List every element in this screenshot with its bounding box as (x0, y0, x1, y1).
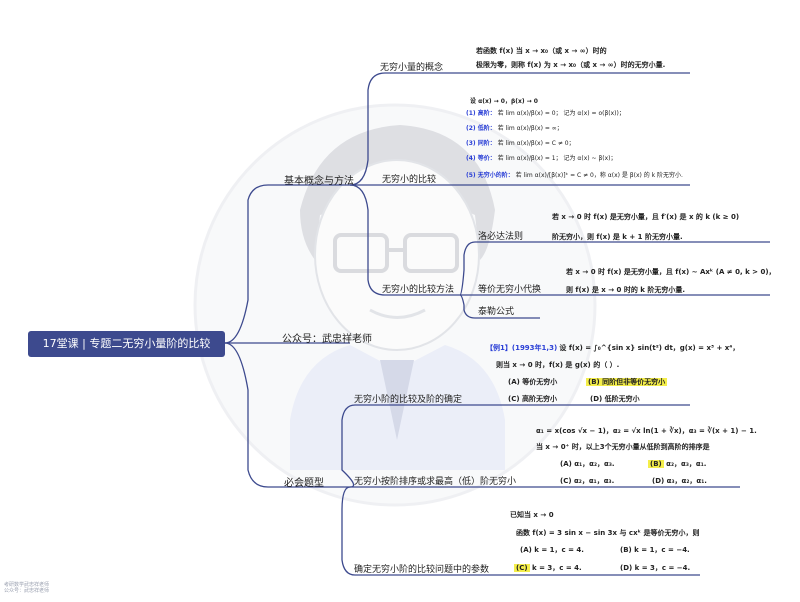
example2-option-c: (C) α₂，α₁，α₃. (560, 477, 615, 485)
comparison-item-text: 若 lim α(x)/β(x) = C ≠ 0； (497, 140, 575, 147)
example1-stem1: 设 f(x) = ∫₀^{sin x} sin(t²) dt，g(x) = x³… (559, 344, 740, 352)
example3-option-c: (C) k = 3，c = 4. (514, 564, 582, 572)
example3-stem1: 已知当 x → 0 (510, 511, 554, 519)
lhospital-line1: 若 x → 0 时 f(x) 是无穷小量，且 f′(x) 是 x 的 k (k … (552, 213, 740, 221)
concept-definition-line2: 极限为零，则称 f(x) 为 x → x₀（或 x → ∞）时的无穷小量. (476, 61, 666, 69)
node-infinitesimal-concept[interactable]: 无穷小量的概念 (380, 63, 444, 73)
example2-stem1: α₁ = x(cos √x − 1)，α₂ = √x ln(1 + ∛x)，α₃… (536, 427, 757, 435)
example2-stem2: 当 x → 0⁺ 时，以上3个无穷小量从低阶到高阶的排序是 (536, 443, 710, 451)
comparison-item-text: 若 lim α(x)/β(x) = 0； 记为 α(x) = o(β(x))； (497, 110, 625, 117)
comparison-item-name: (1) 高阶： (466, 110, 496, 117)
example1-option-b: (B) 同阶但非等价无穷小 (586, 378, 668, 386)
branch-wechat-account[interactable]: 公众号：武忠祥老师 (282, 334, 372, 345)
comparison-item-text: 若 lim α(x)/[β(x)]ᵏ = C ≠ 0，称 α(x) 是 β(x)… (515, 172, 683, 179)
lhospital-line2: 阶无穷小，则 f(x) 是 k + 1 阶无穷小量. (552, 233, 683, 241)
example2-option-b: (B) α₂，α₃，α₁. (648, 460, 707, 468)
example3-stem2: 函数 f(x) = 3 sin x − sin 3x 与 cxᵏ 是等价无穷小，… (516, 529, 700, 537)
comparison-item-name: (4) 等价： (466, 155, 496, 162)
example1-tag: 【例1】(1993年1,3) (486, 344, 558, 352)
example2-option-a: (A) α₁，α₂，α₃. (560, 460, 615, 468)
node-taylor-formula[interactable]: 泰勒公式 (478, 307, 515, 317)
node-lhospital-rule[interactable]: 洛必达法则 (478, 232, 524, 242)
example1-stem2: 则当 x → 0 时，f(x) 是 g(x) 的（ ）. (496, 361, 620, 369)
concept-definition-line1: 若函数 f(x) 当 x → x₀（或 x → ∞）时的 (476, 47, 607, 55)
example1-option-c: (C) 高阶无穷小 (508, 395, 557, 403)
comparison-item-name: (5) 无穷小的阶： (466, 172, 514, 179)
node-infinitesimal-comparison[interactable]: 无穷小的比较 (382, 175, 437, 185)
root-topic[interactable]: 17堂课 | 专题二无穷小量阶的比较 (28, 331, 225, 357)
equiv-line2: 则 f(x) 是 x → 0 时的 k 阶无穷小量. (566, 286, 686, 294)
node-equivalent-substitution[interactable]: 等价无穷小代换 (478, 285, 542, 295)
comparison-assumption: 设 α(x) → 0，β(x) → 0 (470, 98, 538, 105)
node-problem-ordering[interactable]: 无穷小按阶排序或求最高（低）阶无穷小 (354, 477, 517, 487)
example3-option-a: (A) k = 1，c = 4. (520, 546, 584, 554)
node-problem-parameters[interactable]: 确定无穷小阶的比较问题中的参数 (354, 565, 490, 575)
comparison-item-name: (2) 低阶： (466, 125, 496, 132)
branch-must-know-problems[interactable]: 必会题型 (284, 478, 324, 489)
node-comparison-methods[interactable]: 无穷小的比较方法 (382, 285, 455, 295)
example3-option-b: (B) k = 1，c = −4. (620, 546, 690, 554)
example1-option-a: (A) 等价无穷小 (508, 378, 558, 386)
corner-watermark: 考研数学武忠祥老师 公众号：武忠祥老师 (4, 582, 50, 594)
branch-basic-concepts[interactable]: 基本概念与方法 (284, 176, 354, 187)
comparison-item-text: 若 lim α(x)/β(x) = ∞； (497, 125, 563, 132)
comparison-item-name: (3) 同阶： (466, 140, 496, 147)
example2-option-d: (D) α₃，α₂，α₁. (652, 477, 707, 485)
comparison-item-text: 若 lim α(x)/β(x) = 1； 记为 α(x) ~ β(x)； (497, 155, 617, 162)
example3-option-d: (D) k = 3，c = −4. (620, 564, 691, 572)
node-problem-order-comparison[interactable]: 无穷小阶的比较及阶的确定 (354, 395, 463, 405)
equiv-line1: 若 x → 0 时 f(x) 是无穷小量，且 f(x) ~ Axᵏ (A ≠ 0… (566, 268, 776, 276)
example1-option-d: (D) 低阶无穷小 (590, 395, 640, 403)
